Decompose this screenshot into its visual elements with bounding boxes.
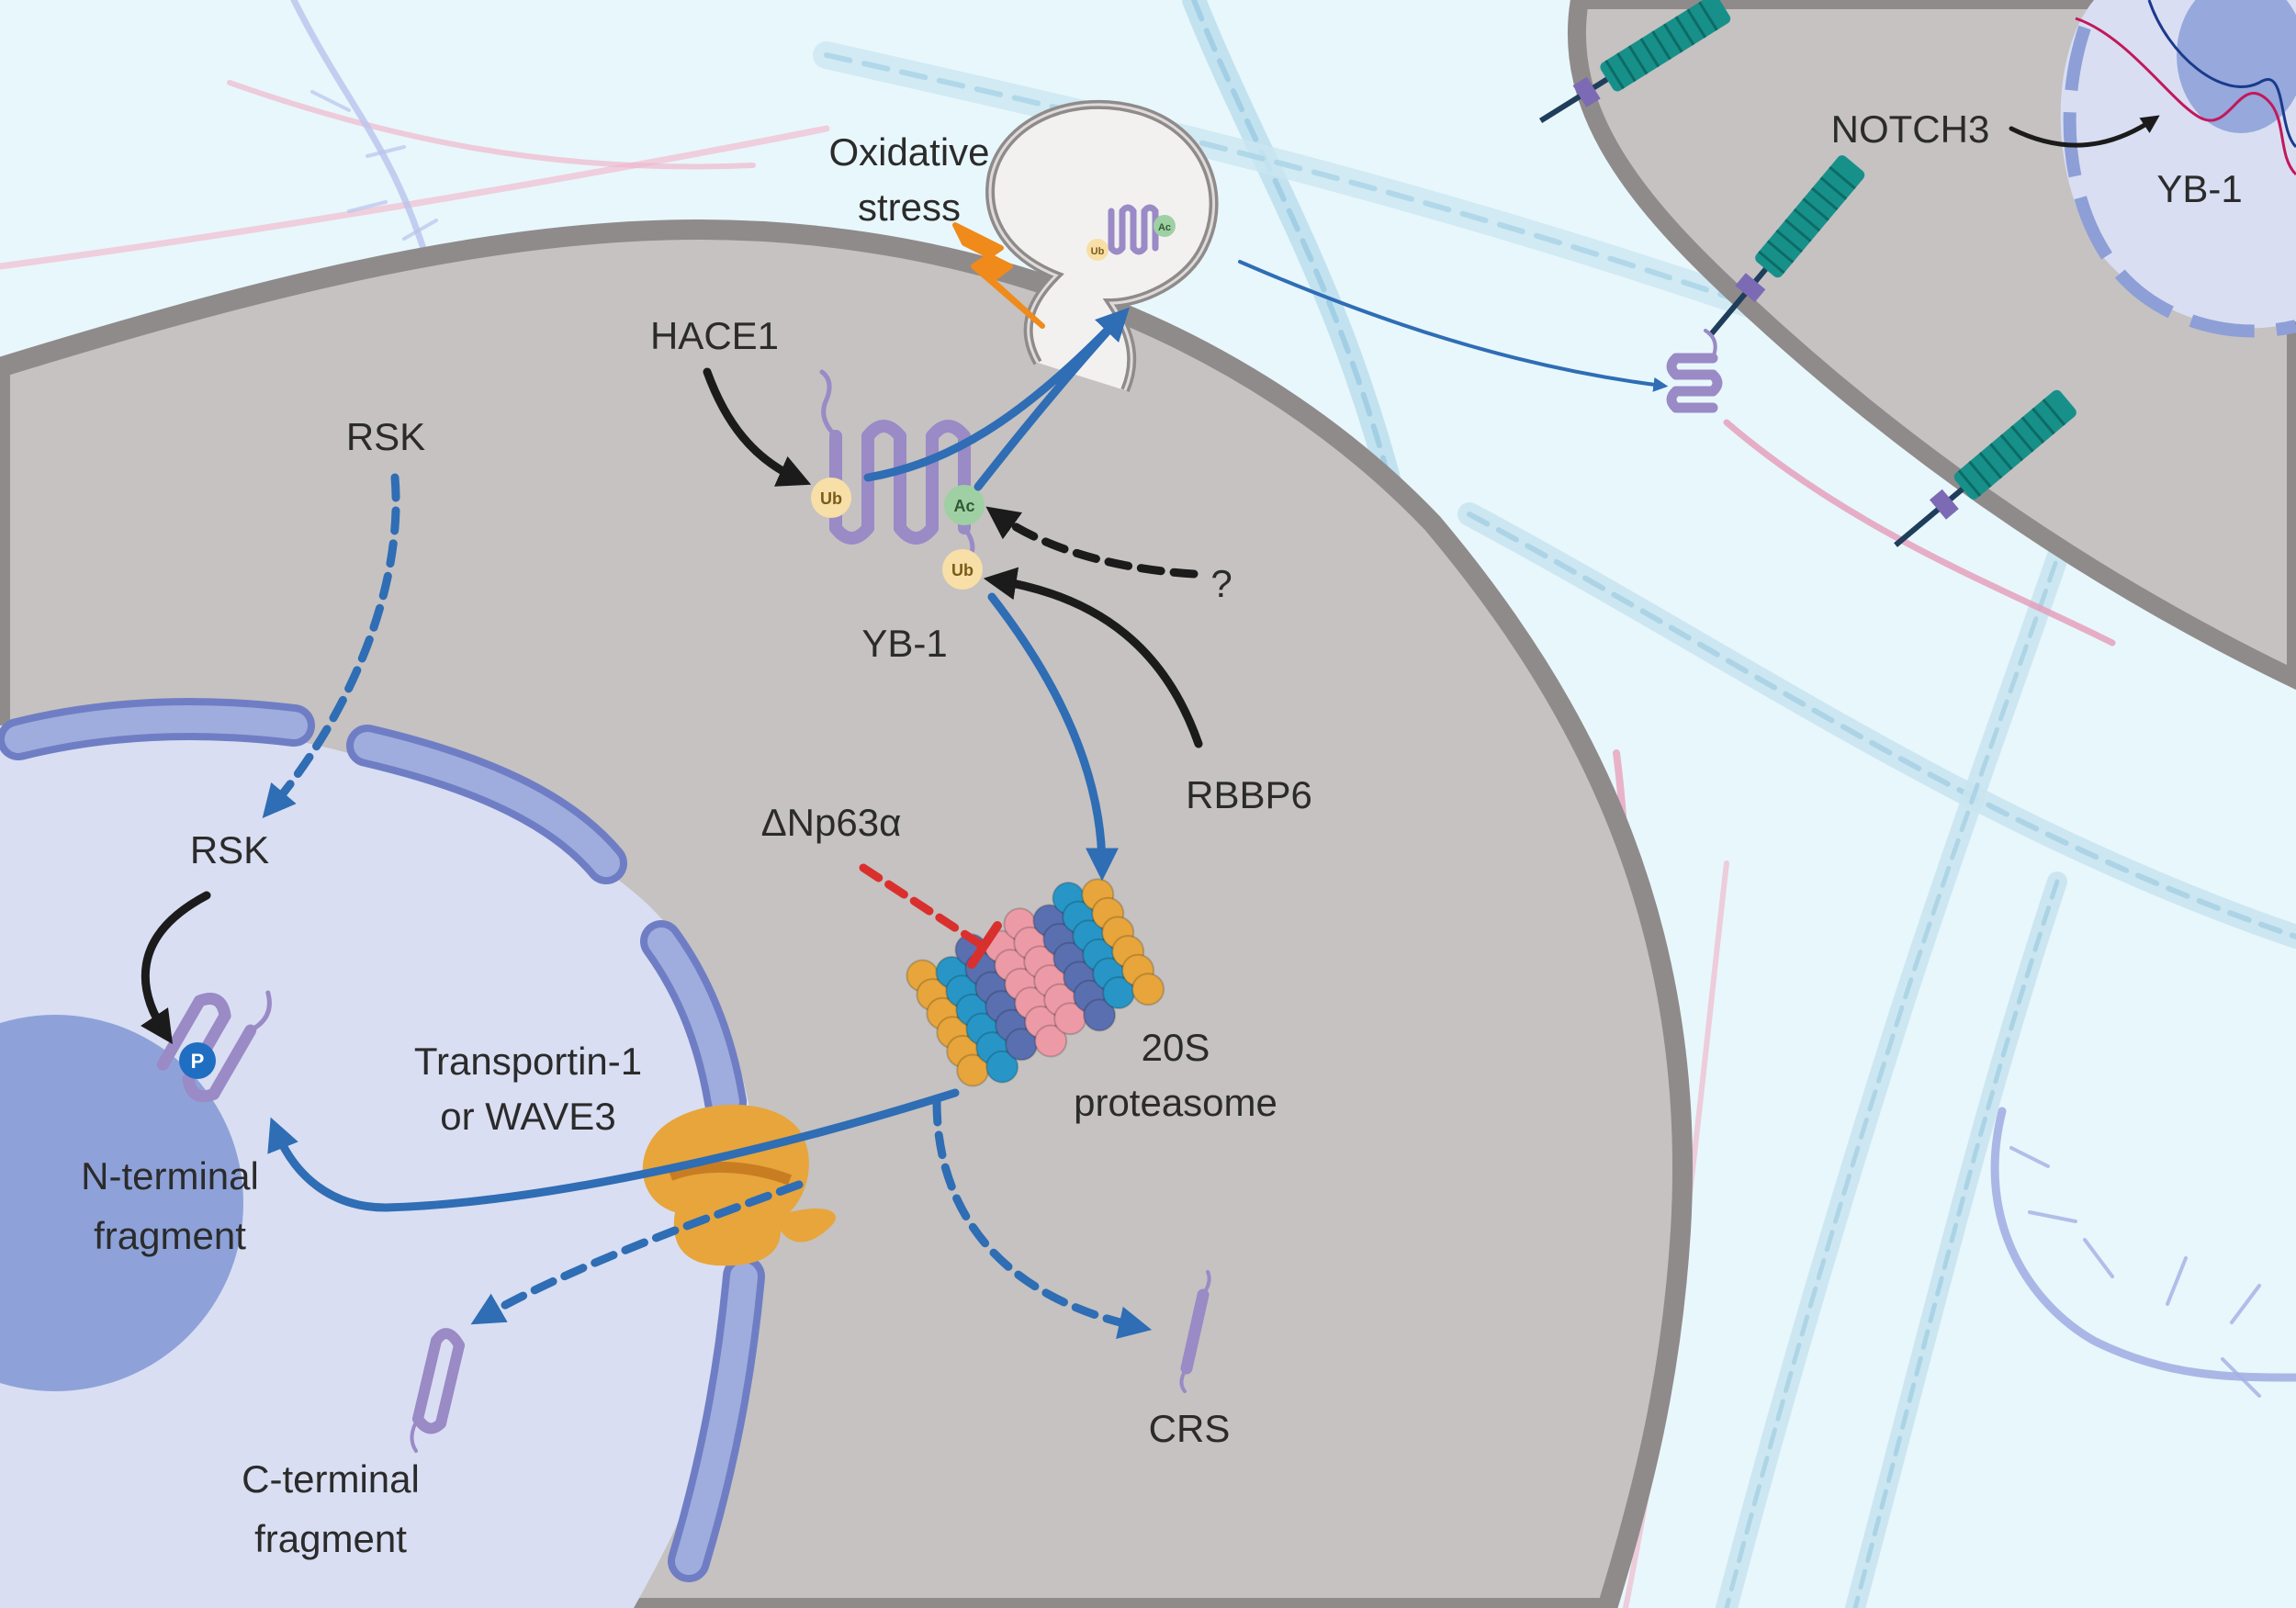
phospho-badge-text: P <box>191 1050 205 1073</box>
label-hace1: HACE1 <box>650 314 779 357</box>
arrow-rsk-to-nucleus <box>262 473 400 818</box>
arrow-proteasome-to-nterminal <box>267 1088 960 1212</box>
label-c-terminal: C-terminal <box>242 1457 420 1501</box>
lightning-icon <box>952 222 1045 329</box>
label-rsk-nucleus: RSK <box>190 828 269 871</box>
exosome: Ub Ac <box>985 99 1219 392</box>
proteasome-subunit <box>1034 1024 1068 1058</box>
c-terminal-fragment-protein <box>410 1328 465 1453</box>
label-rbbp6: RBBP6 <box>1186 773 1312 816</box>
label-transportin: Transportin-1 <box>414 1040 642 1083</box>
label-notch3: NOTCH3 <box>1831 107 1990 151</box>
label-rsk-cytoplasm: RSK <box>346 415 425 458</box>
arrow-rbbp6-to-ub <box>983 567 1203 748</box>
arrows <box>141 115 2160 1339</box>
arrow-rsk-to-nterminal <box>141 891 211 1044</box>
nuclear-envelope-highlight <box>5 704 758 1575</box>
neighbor-nucleus <box>2060 0 2296 338</box>
arrow-yb1-to-proteasome <box>987 592 1119 882</box>
arrow-hace1-to-yb1 <box>703 367 812 487</box>
ub-badge-exosome-text: Ub <box>1091 246 1105 257</box>
label-proteasome: proteasome <box>1074 1081 1277 1124</box>
ac-badge-exosome <box>1154 215 1176 237</box>
nucleus <box>0 719 760 1608</box>
label-stress: stress <box>858 186 961 229</box>
label-dnp63a: ΔNp63α <box>761 801 902 844</box>
label-20s: 20S <box>1142 1026 1210 1069</box>
ac-badge-text: Ac <box>953 497 974 515</box>
label-question: ? <box>1210 562 1232 605</box>
proteasome-subunit <box>1131 973 1165 1006</box>
ub-badge-bottom <box>942 549 983 590</box>
notch-receptor <box>1539 0 1731 124</box>
inhibition-bar <box>967 921 1002 969</box>
inhibition-dnp63a <box>859 863 987 950</box>
arrow-exosome-to-notch3 <box>1238 260 1669 392</box>
arrow-proteasome-to-cterminal <box>470 1180 804 1325</box>
ub-badge-top-text: Ub <box>820 489 842 508</box>
arrow-proteasome-to-crs <box>932 1097 1153 1339</box>
arrow-unknown-to-ac <box>985 506 1199 579</box>
arrow-ac-to-exosome <box>974 312 1125 491</box>
yb1-bound-to-notch3 <box>1666 329 1723 413</box>
label-crs: CRS <box>1149 1407 1231 1450</box>
yb1-in-exosome <box>1108 204 1159 255</box>
ub-badge-exosome <box>1086 239 1109 261</box>
arrow-notch3-to-nucleus <box>2009 115 2160 148</box>
crs-protein <box>1179 1270 1211 1393</box>
notch-receptors <box>1539 0 2077 547</box>
proteasome-subunit <box>1083 998 1117 1032</box>
neighbor-cell <box>1567 0 2296 691</box>
ac-badge <box>944 485 985 525</box>
ub-badge-bottom-text: Ub <box>951 561 974 579</box>
label-n-terminal-fragment: fragment <box>94 1214 246 1257</box>
label-wave3: or WAVE3 <box>440 1095 615 1138</box>
proteasome-subunit <box>985 1050 1019 1084</box>
label-c-terminal-fragment: fragment <box>254 1517 407 1560</box>
phospho-badge <box>179 1042 216 1079</box>
labels: Oxidative stress HACE1 RSK YB-1 ? RBBP6 … <box>81 107 2243 1560</box>
notch-receptor <box>1894 389 2077 547</box>
notch-receptor <box>1707 155 1865 338</box>
label-oxidative: Oxidative <box>828 130 989 174</box>
ub-badge-top <box>811 478 851 518</box>
ac-badge-exosome-text: Ac <box>1158 222 1171 233</box>
label-n-terminal: N-terminal <box>81 1154 259 1198</box>
label-yb1: YB-1 <box>861 622 947 665</box>
label-yb1-neighbor: YB-1 <box>2156 167 2242 210</box>
nucleolus <box>0 1015 243 1391</box>
